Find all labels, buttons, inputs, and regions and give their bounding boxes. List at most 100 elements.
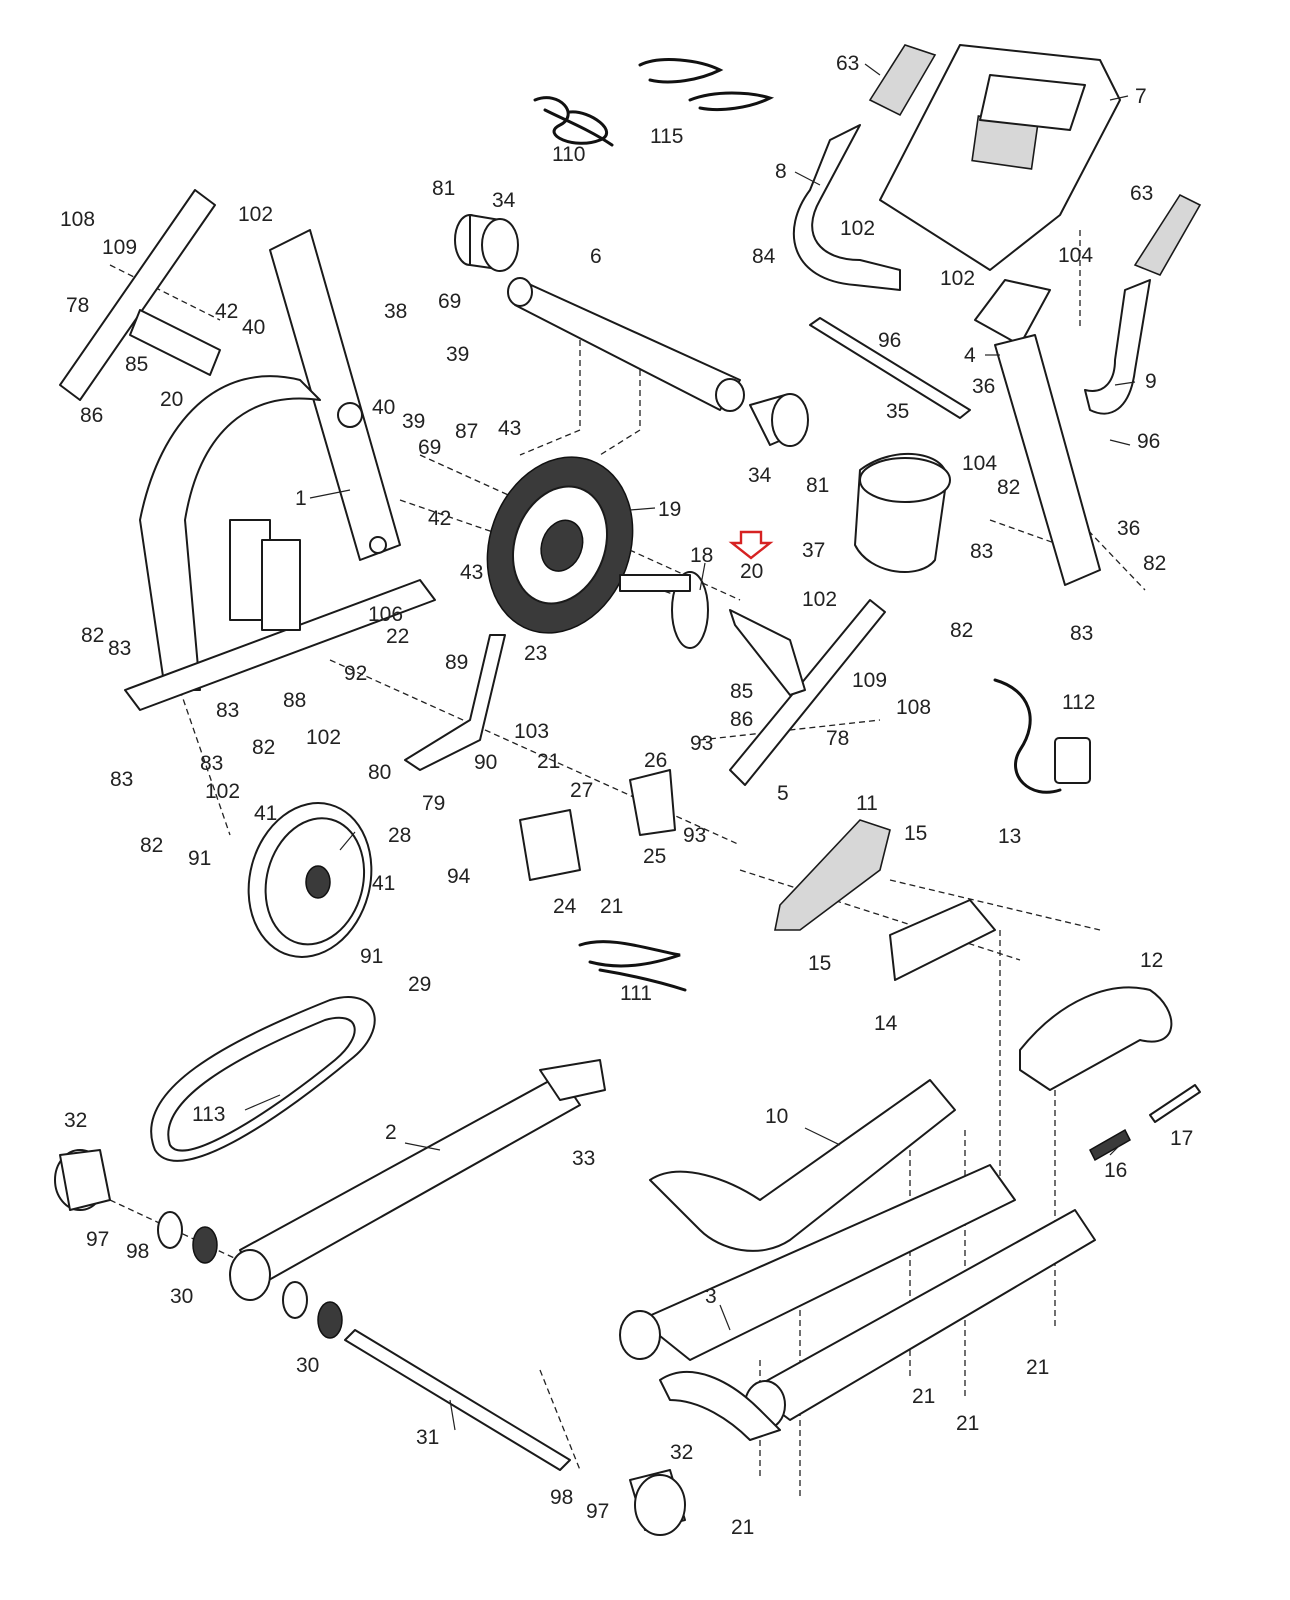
- roller-top: [454, 214, 519, 272]
- callout-82: 82: [140, 834, 163, 857]
- callout-83: 83: [1070, 622, 1093, 645]
- callout-41: 41: [254, 802, 277, 825]
- callout-labels: 63 7 115 110 8 102 104 63 102 9 4 96 35 …: [60, 52, 1193, 1539]
- callout-40: 40: [242, 316, 265, 339]
- callout-102: 102: [238, 203, 273, 226]
- callout-83: 83: [970, 540, 993, 563]
- callout-108: 108: [896, 696, 931, 719]
- callout-31: 31: [416, 1426, 439, 1449]
- callout-17: 17: [1170, 1127, 1193, 1150]
- callout-93: 93: [690, 732, 713, 755]
- frame-base: [619, 1164, 1096, 1441]
- rail-right: [729, 599, 886, 786]
- callout-11: 11: [856, 792, 878, 815]
- callout-108: 108: [60, 208, 95, 231]
- callout-102: 102: [840, 217, 875, 240]
- callout-39: 39: [446, 343, 469, 366]
- callout-111: 111: [620, 982, 652, 1005]
- callout-78: 78: [826, 727, 849, 750]
- callout-37: 37: [802, 539, 825, 562]
- callout-15: 15: [904, 822, 927, 845]
- callout-42: 42: [215, 300, 238, 323]
- callout-15: 15: [808, 952, 831, 975]
- callout-89: 89: [445, 651, 468, 674]
- power-adapter: [993, 678, 1091, 794]
- frame-rail-left: [229, 1059, 606, 1301]
- rail-left: [59, 189, 221, 401]
- wheel-right: [629, 1469, 686, 1536]
- flywheel: [486, 456, 634, 634]
- callout-9: 9: [1145, 370, 1157, 393]
- callout-81: 81: [432, 177, 455, 200]
- callout-80: 80: [368, 761, 391, 784]
- callout-82: 82: [252, 736, 275, 759]
- wheel-left: [54, 1149, 111, 1211]
- callout-43: 43: [498, 417, 521, 440]
- callout-36: 36: [1117, 517, 1140, 540]
- callout-97: 97: [86, 1228, 109, 1251]
- callout-69: 69: [438, 290, 461, 313]
- callout-104: 104: [1058, 244, 1093, 267]
- callout-91: 91: [188, 847, 211, 870]
- callout-102: 102: [802, 588, 837, 611]
- callout-3: 3: [705, 1285, 717, 1308]
- callout-39: 39: [402, 410, 425, 433]
- callout-84: 84: [752, 245, 776, 268]
- callout-20-highlighted: 20: [740, 560, 763, 583]
- callout-10: 10: [765, 1105, 788, 1128]
- highlight-arrow: [728, 530, 774, 560]
- callout-42: 42: [428, 507, 451, 530]
- handlebar-right: [1084, 279, 1151, 415]
- shroud: [774, 819, 891, 931]
- callout-82: 82: [1143, 552, 1166, 575]
- callout-109: 109: [852, 669, 887, 692]
- callout-14: 14: [874, 1012, 898, 1035]
- callout-6: 6: [590, 245, 602, 268]
- callout-102: 102: [205, 780, 240, 803]
- callout-112: 112: [1062, 691, 1095, 714]
- seat-rail: [649, 1079, 956, 1252]
- callout-27: 27: [570, 779, 593, 802]
- crossbar: [809, 317, 971, 419]
- callout-63: 63: [836, 52, 859, 75]
- wire-harness-115: [638, 58, 775, 112]
- roller-tube: [507, 277, 745, 412]
- console: [879, 44, 1121, 271]
- crank-arm: [404, 634, 506, 771]
- callout-83: 83: [110, 768, 133, 791]
- callout-21: 21: [537, 750, 560, 773]
- callout-21: 21: [600, 895, 623, 918]
- callout-18: 18: [690, 544, 713, 567]
- callout-113: 113: [192, 1103, 225, 1126]
- callout-88: 88: [283, 689, 306, 712]
- callout-85: 85: [125, 353, 148, 376]
- wire-harness-111: [578, 940, 687, 992]
- callout-22: 22: [386, 625, 409, 648]
- callout-29: 29: [408, 973, 431, 996]
- bracket-assembly: [519, 769, 676, 881]
- callout-86: 86: [80, 404, 103, 427]
- callout-115: 115: [650, 125, 683, 148]
- callout-1: 1: [295, 487, 307, 510]
- callout-16: 16: [1104, 1159, 1127, 1182]
- callout-35: 35: [886, 400, 909, 423]
- callout-20: 20: [160, 388, 183, 411]
- spring: [1089, 1128, 1131, 1162]
- drive-pulley: [247, 802, 373, 958]
- callout-4: 4: [964, 344, 976, 367]
- callout-81: 81: [806, 474, 829, 497]
- callout-110: 110: [552, 143, 585, 166]
- callout-86: 86: [730, 708, 753, 731]
- callout-5: 5: [777, 782, 789, 805]
- callout-82: 82: [81, 624, 104, 647]
- bottle-holder: [854, 452, 951, 573]
- callout-32: 32: [64, 1109, 87, 1132]
- callout-83: 83: [200, 752, 223, 775]
- callout-85: 85: [730, 680, 753, 703]
- leader-lines: [244, 63, 1136, 1431]
- callout-92: 92: [344, 662, 367, 685]
- callout-13: 13: [998, 825, 1021, 848]
- end-cap: [1019, 986, 1173, 1091]
- callout-97: 97: [586, 1500, 609, 1523]
- callout-41: 41: [372, 872, 395, 895]
